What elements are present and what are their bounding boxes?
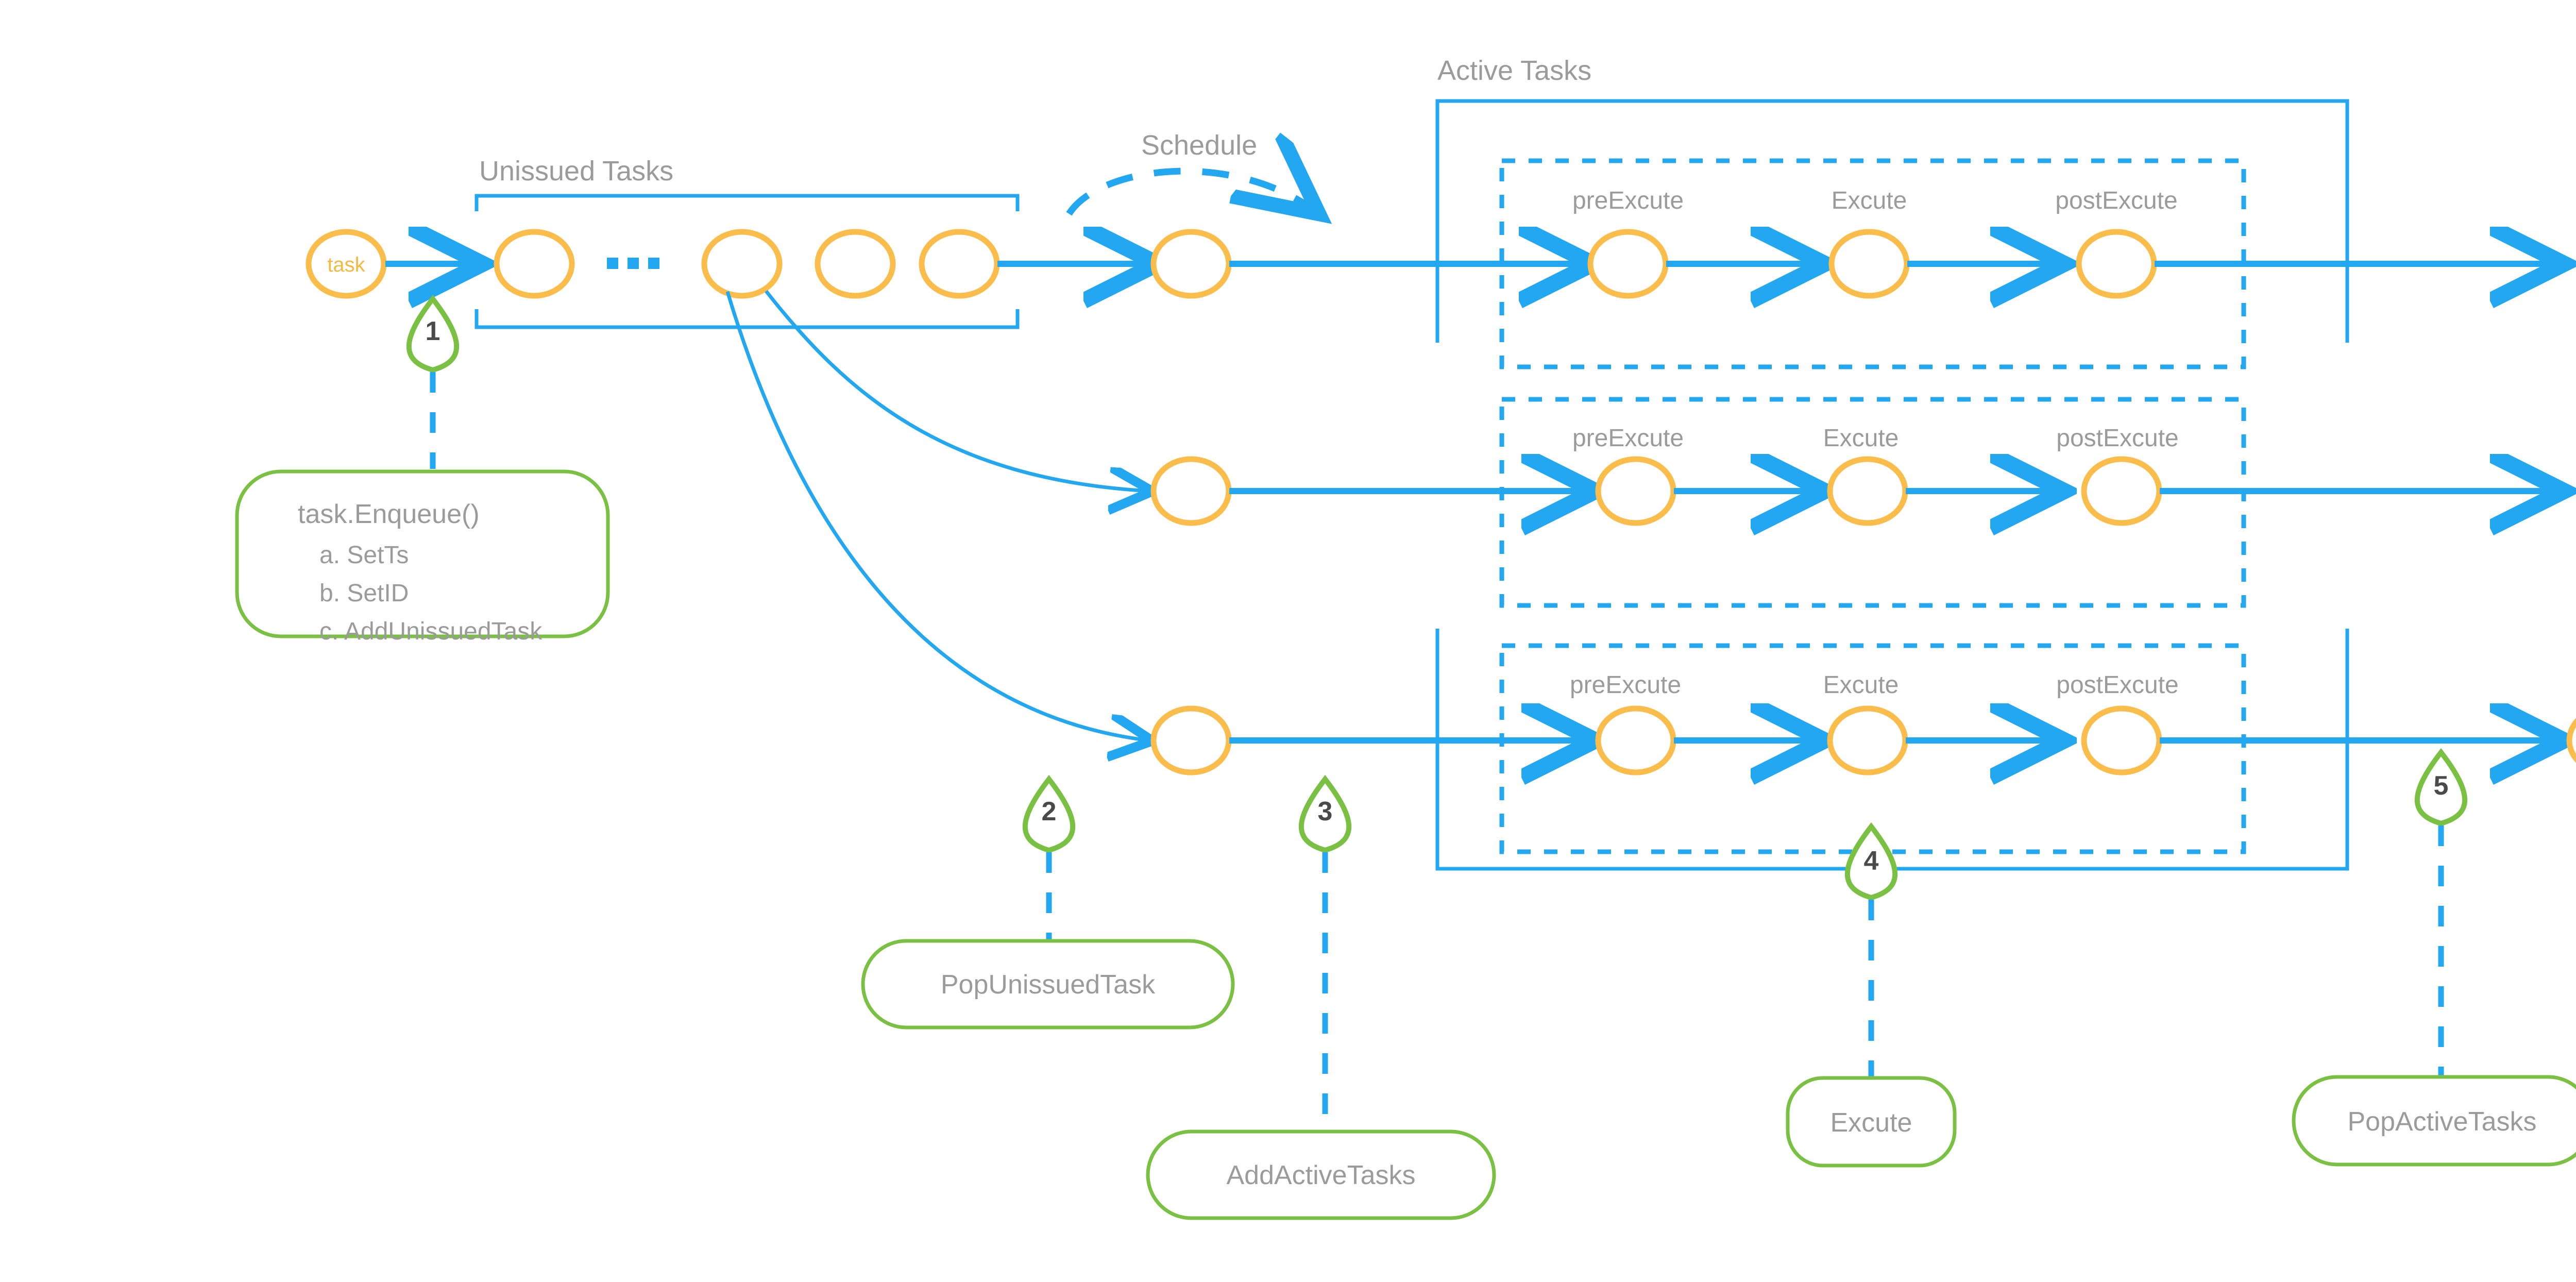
group-label-schedule: Schedule xyxy=(1141,130,1257,161)
callout-1-box xyxy=(235,469,610,638)
callout-5-number: 5 xyxy=(2434,771,2449,801)
unissued-task-node-1[interactable] xyxy=(494,229,575,299)
callout-4-pin xyxy=(1844,822,1898,901)
callout-4-title: Excute xyxy=(1831,1108,1912,1138)
callout-2-pin xyxy=(1022,774,1076,853)
callout-2-title: PopUnissuedTask xyxy=(941,970,1156,1000)
row1-task-lifecycle-box xyxy=(1499,158,2246,369)
row2-node-preexcute[interactable] xyxy=(1595,456,1676,526)
callout-3-title: AddActiveTasks xyxy=(1226,1160,1415,1190)
callout-4-number: 4 xyxy=(1864,846,1879,876)
callout-5-box xyxy=(2292,1075,2576,1167)
row1-phase-label-exec: Excute xyxy=(1832,187,1907,214)
row2-phase-label-exec: Excute xyxy=(1823,425,1899,452)
start-node-label: task xyxy=(327,254,365,276)
unissued-task-node-3[interactable] xyxy=(815,229,896,299)
callout-3-box xyxy=(1146,1129,1496,1220)
row3-phase-label-post: postExcute xyxy=(2056,671,2178,699)
callout-1[interactable]: 1 task.Enqueue() a. SetTs b. SetID c. Ad… xyxy=(235,294,610,645)
start-node-task[interactable]: task xyxy=(306,229,387,299)
pipeline-row-1: preExcute Excute postExcute xyxy=(1150,158,2576,369)
callout-1-number: 1 xyxy=(426,316,440,346)
row3-done-node[interactable] xyxy=(2566,709,2576,772)
row3-phase-label-exec: Excute xyxy=(1823,671,1899,699)
callout-1-item-c: c. AddUnissuedTask xyxy=(319,618,543,645)
callout-3-pin xyxy=(1298,774,1352,853)
callout-3-number: 3 xyxy=(1318,797,1333,826)
row3-node-excute[interactable] xyxy=(1827,705,1908,775)
callout-2-number: 2 xyxy=(1042,797,1057,826)
row2-phase-label-pre: preExcute xyxy=(1572,425,1684,452)
curve-queue-to-row2 xyxy=(765,290,1149,491)
pipeline-row-2: preExcute Excute postExcute xyxy=(1150,397,2576,608)
callout-1-item-b: b. SetID xyxy=(319,580,409,607)
callout-1-title: task.Enqueue() xyxy=(298,499,480,529)
row3-node-preexcute[interactable] xyxy=(1595,705,1676,775)
row3-phase-label-pre: preExcute xyxy=(1570,671,1681,699)
callout-3[interactable]: 3 AddActiveTasks xyxy=(1146,774,1496,1220)
callout-2[interactable]: 2 PopUnissuedTask xyxy=(861,774,1235,1030)
callout-1-item-a: a. SetTs xyxy=(319,542,409,569)
row1-phase-label-post: postExcute xyxy=(2055,187,2177,214)
row1-node-postexcute[interactable] xyxy=(2076,229,2157,299)
row2-phase-label-post: postExcute xyxy=(2056,425,2178,452)
callout-4-box xyxy=(1786,1076,1957,1168)
queue-ellipsis-icon xyxy=(607,258,659,269)
row2-node-postexcute[interactable] xyxy=(2081,456,2162,526)
row1-node-excute[interactable] xyxy=(1828,229,1910,299)
row1-phase-label-pre: preExcute xyxy=(1572,187,1684,214)
unissued-queue-nodes xyxy=(494,229,1000,299)
schedule-dashed-arrow xyxy=(1066,171,1319,214)
row1-scheduled-node[interactable] xyxy=(1150,229,1232,299)
unissued-task-node-2[interactable] xyxy=(701,229,783,299)
row2-node-excute[interactable] xyxy=(1827,456,1908,526)
unissued-task-node-4[interactable] xyxy=(919,229,1000,299)
row3-scheduled-node[interactable] xyxy=(1150,705,1232,775)
callout-1-pin xyxy=(406,294,460,373)
callout-5-pin xyxy=(2414,748,2468,826)
callout-2-box xyxy=(861,939,1235,1030)
callout-5[interactable]: 5 PopActiveTasks xyxy=(2292,748,2576,1167)
row2-task-lifecycle-box xyxy=(1499,397,2246,608)
row3-node-postexcute[interactable] xyxy=(2081,705,2162,775)
row1-node-preexcute[interactable] xyxy=(1587,229,1669,299)
group-label-unissued-tasks: Unissued Tasks xyxy=(479,156,673,187)
callout-4[interactable]: 4 Excute xyxy=(1786,822,1957,1168)
group-label-active-tasks: Active Tasks xyxy=(1437,55,1591,86)
row2-scheduled-node[interactable] xyxy=(1150,456,1232,526)
callout-5-title: PopActiveTasks xyxy=(2347,1107,2536,1137)
curve-queue-to-row3 xyxy=(725,291,1149,740)
unissued-tasks-bracket xyxy=(474,194,1020,329)
